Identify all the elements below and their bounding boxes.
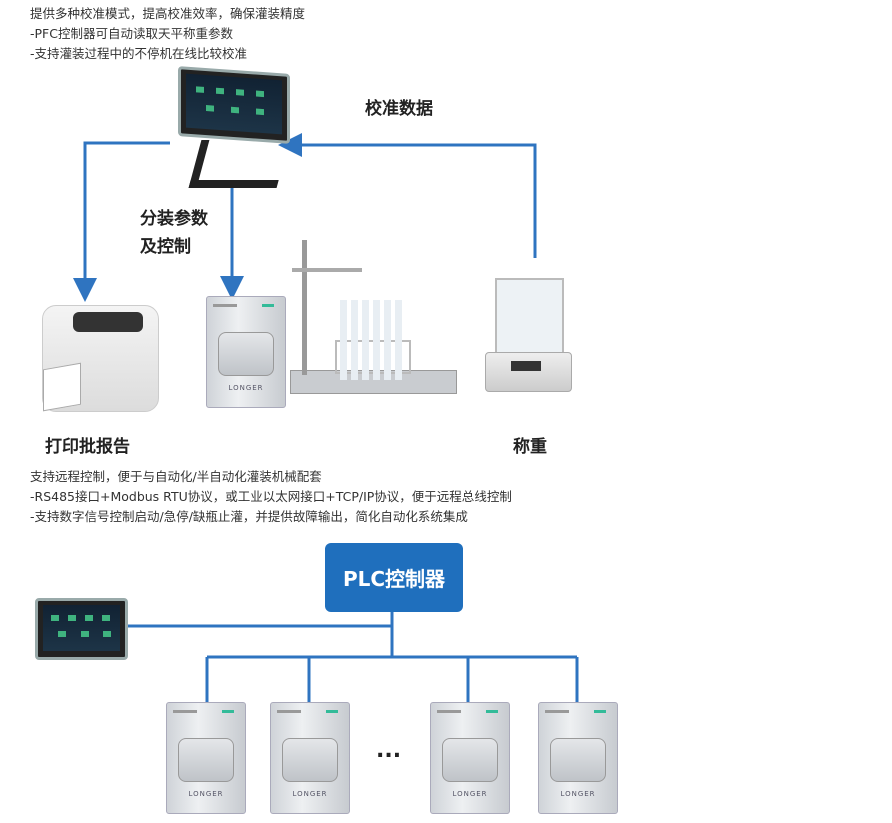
ellipsis: ... xyxy=(376,738,402,763)
arrow-calibration xyxy=(278,133,537,258)
peristaltic-pump: LONGER xyxy=(430,702,510,814)
stand-pole xyxy=(302,240,307,375)
top-description: 提供多种校准模式，提高校准效率，确保灌装精度 -PFC控制器可自动读取天平称重参… xyxy=(30,4,305,64)
label-weighing: 称重 xyxy=(513,437,547,457)
label-printer xyxy=(42,305,159,412)
peristaltic-pump: LONGER xyxy=(206,296,286,408)
label-print-report: 打印批报告 xyxy=(45,437,130,457)
text-line: -PFC控制器可自动读取天平称重参数 xyxy=(30,26,233,41)
analytical-balance xyxy=(495,278,564,357)
text-line: 支持远程控制，便于与自动化/半自动化灌装机械配套 xyxy=(30,469,322,484)
balance-base xyxy=(485,352,572,392)
text-line: -RS485接口+Modbus RTU协议，或工业以太网接口+TCP/IP协议，… xyxy=(30,489,512,504)
label-dispense-params: 分装参数 xyxy=(140,209,208,229)
test-tubes xyxy=(340,300,405,380)
arrow-print xyxy=(73,141,170,302)
mid-description: 支持远程控制，便于与自动化/半自动化灌装机械配套 -RS485接口+Modbus… xyxy=(30,467,512,527)
text-line: -支持灌装过程中的不停机在线比较校准 xyxy=(30,46,248,61)
stand-arm xyxy=(292,268,362,272)
controller-tablet-small xyxy=(35,598,128,660)
text-line: 提供多种校准模式，提高校准效率，确保灌装精度 xyxy=(30,6,306,21)
peristaltic-pump: LONGER xyxy=(166,702,246,814)
controller-tablet xyxy=(178,66,290,144)
peristaltic-pump: LONGER xyxy=(270,702,350,814)
text-line: -支持数字信号控制启动/急停/缺瓶止灌，并提供故障输出，简化自动化系统集成 xyxy=(30,509,468,524)
label-dispense-control: 及控制 xyxy=(140,237,191,257)
tablet-stand xyxy=(188,140,290,188)
peristaltic-pump: LONGER xyxy=(538,702,618,814)
label-calibration-data: 校准数据 xyxy=(365,99,433,119)
plc-controller-box: PLC控制器 xyxy=(325,543,463,612)
